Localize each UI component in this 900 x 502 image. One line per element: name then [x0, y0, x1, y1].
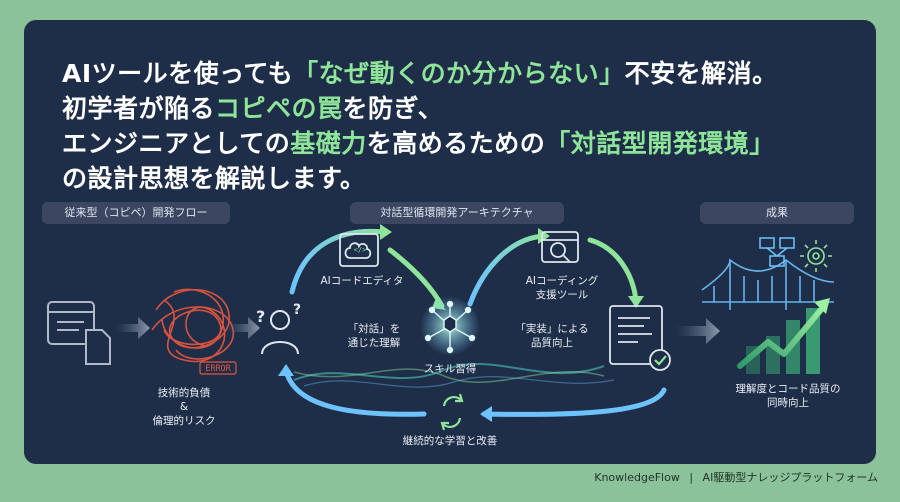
- skill-acquisition-label: スキル習得: [423, 363, 477, 375]
- headline-line-4: の設計思想を解説します。: [62, 164, 366, 193]
- wave-1: [293, 362, 605, 381]
- checked-document-icon: [609, 305, 671, 371]
- section-result-pill: 成果: [700, 202, 854, 224]
- dialogue-understanding-label: 「対話」を 通じた理解: [347, 323, 401, 349]
- loop-arc-left-top: [289, 228, 387, 295]
- ai-editor-label: AIコードエディタ: [320, 275, 404, 287]
- loop-arc-right-up: [467, 233, 547, 307]
- tech-debt-label: 技術的負債 & 倫理的リスク: [152, 387, 216, 427]
- flowchart-icon: [759, 237, 795, 267]
- growth-chart-icon: [737, 298, 830, 374]
- skill-network-icon: [424, 300, 476, 354]
- headline-line-1: AIツールを使っても「なぜ動くのか分からない」不安を解消。: [62, 59, 778, 88]
- footer: KnowledgeFlow | AI駆動型ナレッジプラットフォーム: [594, 470, 878, 486]
- bridge-icon: [701, 258, 835, 310]
- gear-icon: [800, 240, 832, 272]
- footer-separator: |: [689, 471, 694, 484]
- brain-code-icon: </>: [339, 233, 379, 267]
- cycle-icon: [440, 393, 464, 431]
- wave-2: [293, 368, 605, 383]
- diagram-art: ERROR ? ?: [47, 224, 835, 431]
- tangled-code-icon: [151, 288, 235, 363]
- arrow-head-1-icon: [380, 224, 392, 240]
- continuous-learning-label: 継続的な学習と改善: [402, 435, 498, 447]
- arrow-2-icon: [226, 317, 260, 339]
- arrow-head-4-icon: [628, 296, 644, 308]
- loop-arc-right-down: [587, 237, 639, 305]
- loop-arc-bottom-right: [481, 387, 667, 417]
- error-text: ERROR: [205, 364, 231, 374]
- arrow-1-icon: [116, 317, 150, 339]
- loop-arc-bottom-left: [283, 367, 427, 417]
- result-label: 理解度とコード品質の 同時向上: [735, 383, 841, 409]
- arrow-head-5-icon: [480, 406, 492, 422]
- arrow-head-6-icon: [278, 364, 294, 376]
- headline-line-3: エンジニアとしての基礎力を高めるための「対話型開発環境」: [62, 129, 775, 158]
- infographic-card: AIツールを使っても「なぜ動くのか分からない」不安を解消。 初学者が陥るコピペの…: [24, 20, 876, 464]
- code-search-icon: [541, 231, 579, 263]
- document-icon: [47, 301, 111, 365]
- error-tag: [199, 361, 237, 375]
- arrow-3-icon: [676, 318, 720, 344]
- wave-3: [303, 376, 615, 388]
- footer-tagline: AI駆動型ナレッジプラットフォーム: [702, 471, 878, 484]
- question-mark-right: ?: [293, 302, 301, 318]
- footer-brand: KnowledgeFlow: [594, 471, 680, 484]
- headline: AIツールを使っても「なぜ動くのか分からない」不安を解消。 初学者が陥るコピペの…: [62, 56, 778, 196]
- highlight-fundamentals: 基礎力: [290, 129, 367, 158]
- svg-text:</>: </>: [354, 246, 367, 254]
- implementation-quality-label: 「実装」による 品質向上: [515, 323, 589, 349]
- highlight-copy-paste-trap: コピペの罠: [215, 94, 343, 123]
- highlight-why: 「なぜ動くのか分からない」: [293, 59, 625, 88]
- question-mark-left: ?: [256, 307, 265, 326]
- headline-line-2: 初学者が陥るコピペの罠を防ぎ、: [62, 94, 444, 123]
- ai-support-label: AIコーディング 支援ツール: [525, 275, 599, 301]
- section-traditional-pill: 従来型（コピペ）開発フロー: [42, 202, 230, 224]
- arrow-head-3-icon: [538, 228, 550, 244]
- highlight-dialogue-environment: 「対話型開発環境」: [545, 129, 775, 158]
- confused-person-icon: [261, 310, 299, 355]
- section-dialogue-pill: 対話型循環開発アーキテクチャ: [350, 202, 564, 224]
